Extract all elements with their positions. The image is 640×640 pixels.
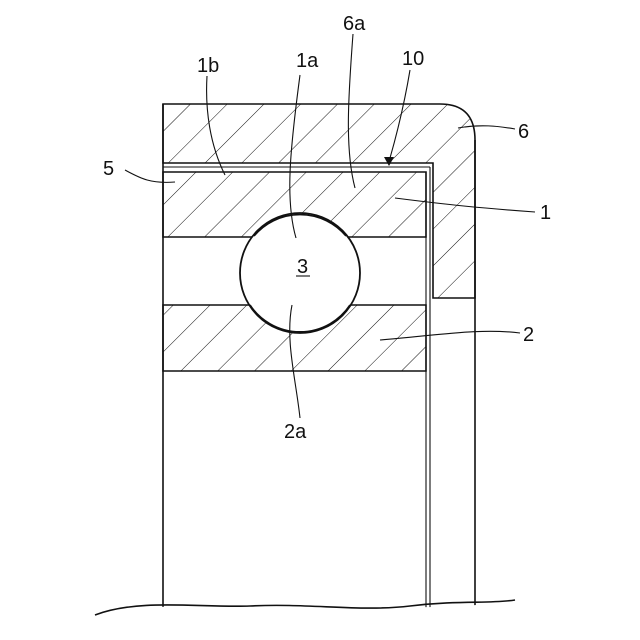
label-3: 3	[297, 256, 308, 278]
label-1a: 1a	[296, 50, 319, 72]
label-10: 10	[402, 48, 424, 70]
label-2a: 2a	[284, 421, 307, 443]
break-line	[95, 600, 515, 615]
label-1b: 1b	[197, 55, 219, 77]
label-1: 1	[540, 202, 551, 224]
label-5: 5	[103, 158, 114, 180]
label-6: 6	[518, 121, 529, 143]
label-2: 2	[523, 324, 534, 346]
label-6a: 6a	[343, 13, 366, 35]
